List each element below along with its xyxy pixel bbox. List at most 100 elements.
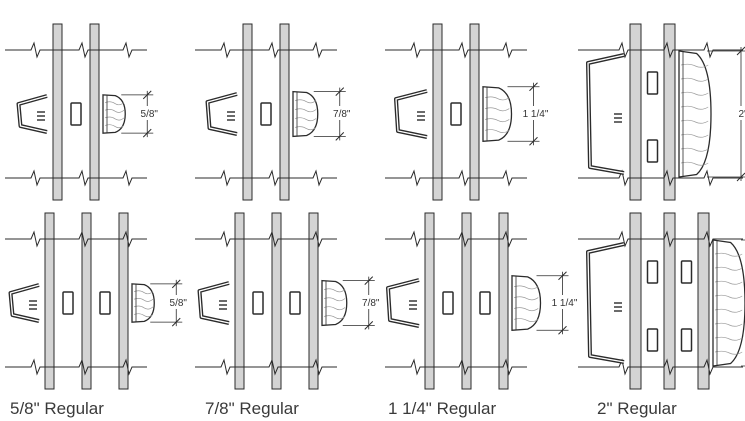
stud-1	[44, 212, 55, 390]
mounting-bracket	[586, 53, 625, 175]
wood-grain	[714, 266, 743, 271]
mounting-bracket	[586, 242, 625, 364]
slot-2-2	[680, 328, 693, 352]
panel-double-stud-wall-3: 1 1/4"	[385, 212, 578, 390]
top-break-line	[5, 41, 147, 59]
wood-grain	[513, 307, 539, 312]
top-break-line	[195, 230, 337, 248]
wood-grain	[484, 96, 510, 101]
slot-1-1	[70, 102, 82, 126]
dimension-marker: 1 1/4"	[507, 82, 549, 146]
dimension-label: 1 1/4"	[523, 109, 549, 120]
mounting-bracket	[386, 278, 420, 328]
bottom-break-line	[195, 169, 337, 187]
dimension-label-bg	[727, 106, 745, 120]
slot-1-1	[252, 291, 264, 315]
bracket-highlight	[198, 282, 230, 324]
dimension-tick	[529, 82, 538, 92]
lid-outline	[102, 94, 126, 134]
lid-profile	[678, 50, 712, 178]
wood-grain	[513, 285, 539, 290]
slot-1-1	[450, 102, 462, 126]
dimension-tick	[335, 87, 345, 96]
wood-grain	[714, 294, 743, 299]
dimension-tick	[171, 317, 181, 327]
wood-grain	[680, 91, 709, 96]
bottom-break-line	[5, 358, 147, 376]
stud-1	[234, 212, 245, 390]
wood-grain	[484, 107, 510, 112]
lid-outline	[712, 239, 745, 367]
wood-grain	[133, 305, 154, 310]
lid-profile	[321, 279, 348, 327]
slot-1-1	[442, 291, 454, 315]
wood-grain	[680, 77, 709, 82]
dimension-label-bg	[548, 295, 577, 309]
dimension-marker: 5/8"	[121, 90, 162, 138]
top-break-line	[578, 41, 743, 59]
lid-profile	[131, 283, 155, 323]
stud-2	[663, 212, 676, 390]
wood-grain	[714, 350, 743, 355]
size-caption-2: 7/8" Regular	[205, 399, 299, 418]
wood-grain	[513, 318, 539, 322]
dimension-label: 1 1/4"	[552, 298, 578, 309]
mounting-bracket	[205, 92, 238, 136]
top-break-line	[5, 230, 147, 248]
slot-1-1	[62, 291, 74, 315]
stud-3	[498, 212, 509, 390]
bottom-break-line	[385, 358, 527, 376]
wood-grain	[484, 118, 510, 123]
dimension-marker: 1 1/4"	[536, 271, 578, 335]
wood-grain	[104, 101, 125, 106]
dimension-marker: 2"	[707, 46, 745, 182]
wood-grain	[714, 336, 743, 341]
lid-profile	[102, 94, 126, 134]
panel-single-stud-wall-1: 5/8"	[5, 23, 162, 201]
wood-grain	[484, 129, 510, 133]
slot-2-1	[479, 291, 491, 315]
wood-grain	[680, 105, 709, 110]
dimension-label-bg	[325, 106, 354, 120]
top-break-line	[385, 41, 527, 59]
top-break-line	[195, 41, 337, 59]
lid-outline	[482, 86, 513, 142]
lid-profile	[511, 275, 542, 331]
lid-profile	[712, 239, 745, 367]
dimension-marker: 7/8"	[313, 87, 354, 141]
stud-1	[52, 23, 63, 201]
stud-2	[663, 23, 676, 201]
diagram-panels: 5/8"7/8"1 1/4"2"5/8"7/8"1 1/4"2"	[5, 23, 745, 390]
mounting-bracket	[8, 283, 40, 323]
size-caption-4: 2" Regular	[597, 399, 677, 418]
wood-grain	[323, 288, 346, 293]
bracket-highlight	[9, 284, 40, 322]
lid-outline	[511, 275, 542, 331]
panel-double-stud-wall-2: 7/8"	[195, 212, 383, 390]
top-break-line	[578, 230, 743, 248]
dimension-tick	[142, 90, 152, 100]
dimension-label: 2"	[738, 109, 745, 120]
dimension-tick	[736, 46, 745, 56]
panel-single-stud-wall-4: 2"	[578, 23, 745, 201]
stud-3	[308, 212, 319, 390]
wood-grain	[513, 296, 539, 301]
dimension-tick	[364, 276, 374, 285]
stud-2	[461, 212, 472, 390]
bracket-highlight	[587, 243, 625, 363]
dimension-marker: 5/8"	[150, 279, 191, 327]
wood-grain	[104, 124, 125, 129]
wood-grain	[133, 298, 154, 302]
stud-1	[629, 212, 642, 390]
bracket-highlight	[395, 90, 428, 138]
stud-1	[424, 212, 435, 390]
bottom-break-line	[5, 169, 147, 187]
mounting-bracket	[16, 94, 48, 134]
slot-1-2	[646, 328, 659, 352]
bracket-highlight	[17, 95, 48, 133]
dimension-tick	[558, 325, 567, 335]
slot-1-1	[646, 71, 659, 95]
wood-grain	[680, 161, 709, 166]
panel-single-stud-wall-3: 1 1/4"	[385, 23, 549, 201]
